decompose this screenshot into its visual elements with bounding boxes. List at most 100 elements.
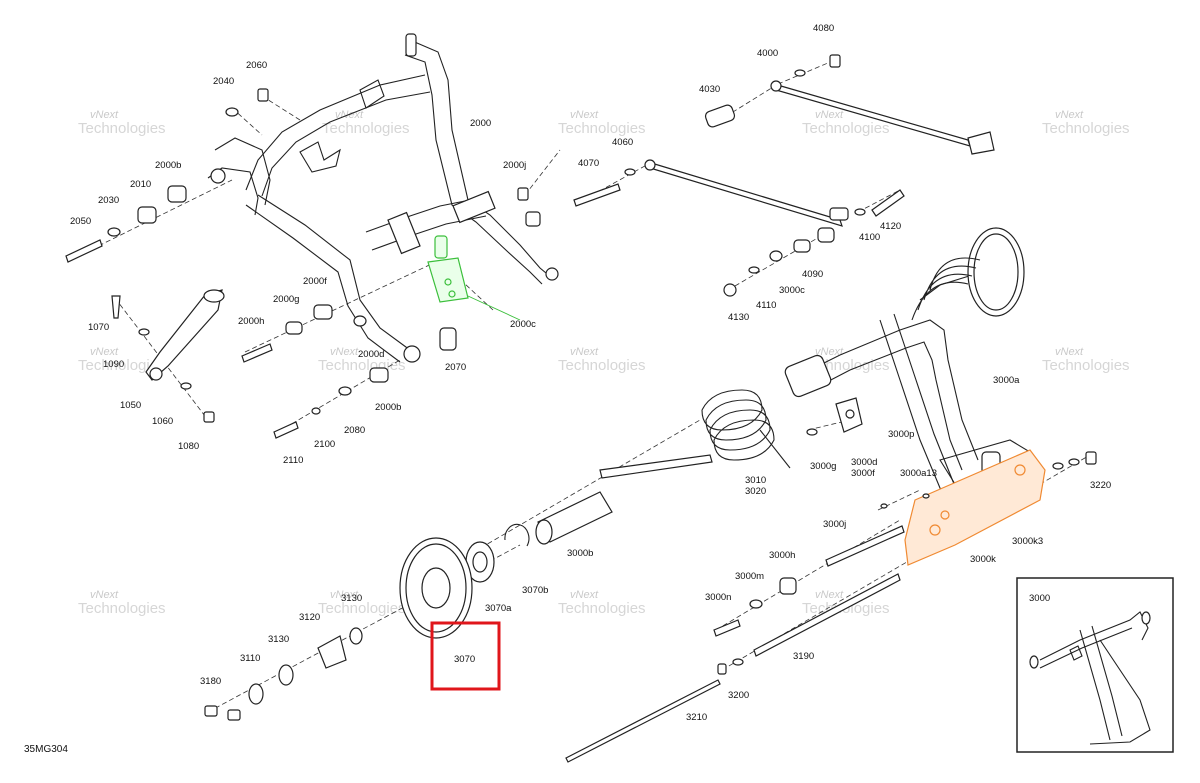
part-label[interactable]: 3130 [341, 593, 362, 604]
svg-text:Technologies: Technologies [558, 120, 646, 137]
part-label[interactable]: 2000b [155, 160, 181, 171]
part-label[interactable]: 3130 [268, 634, 289, 645]
wheel-assembly-3070 [204, 491, 613, 721]
part-label[interactable]: 3000a [993, 375, 1020, 386]
part-label[interactable]: 4030 [699, 84, 720, 95]
svg-text:Technologies: Technologies [802, 120, 890, 137]
part-label[interactable]: 2000 [470, 118, 491, 129]
part-label[interactable]: 2100 [314, 439, 335, 450]
part-label[interactable]: 3000m [735, 571, 764, 582]
svg-text:Technologies: Technologies [1042, 357, 1130, 374]
part-label[interactable]: 2000g [273, 294, 299, 305]
part-label[interactable]: 2000h [238, 316, 264, 327]
part-label[interactable]: 3000k [970, 554, 996, 565]
part-label[interactable]: 2000j [503, 160, 526, 171]
svg-text:vNext: vNext [570, 346, 599, 358]
part-label[interactable]: 3000j [823, 519, 846, 530]
part-label[interactable]: 3000g [810, 461, 836, 472]
diagram-code: 35MG304 [24, 744, 68, 755]
svg-text:Technologies: Technologies [318, 600, 406, 617]
part-label[interactable]: 4000 [757, 48, 778, 59]
part-label[interactable]: 2030 [98, 195, 119, 206]
part-label[interactable]: 4110 [756, 300, 776, 311]
part-label[interactable]: 2040 [213, 76, 234, 87]
part-label[interactable]: 4120 [880, 221, 901, 232]
part-label[interactable]: 2000c [510, 319, 536, 330]
part-label[interactable]: 2000b [375, 402, 401, 413]
part-label[interactable]: 4060 [612, 137, 633, 148]
svg-text:vNext: vNext [570, 589, 599, 601]
part-label[interactable]: 3000k3 [1012, 536, 1043, 547]
part-label[interactable]: 2000d [358, 349, 384, 360]
part-labels: 4080 4000 2060 2040 4030 2000 4060 2000j… [70, 23, 1111, 723]
part-label[interactable]: 1070 [88, 322, 109, 333]
part-label[interactable]: 3000f [851, 468, 875, 479]
part-label[interactable]: 4090 [802, 269, 823, 280]
part-label[interactable]: 2060 [246, 60, 267, 71]
inset-view [1016, 577, 1174, 753]
part-label[interactable]: 4070 [578, 158, 599, 169]
part-label[interactable]: 1060 [152, 416, 173, 427]
lever-1050 [111, 289, 225, 423]
svg-text:Technologies: Technologies [78, 120, 166, 137]
svg-text:vNext: vNext [90, 589, 119, 601]
part-label[interactable]: 1050 [120, 400, 141, 411]
svg-text:Technologies: Technologies [1042, 120, 1130, 137]
part-label[interactable]: 3000p [888, 429, 914, 440]
part-label[interactable]: 3000b [567, 548, 593, 559]
part-label[interactable]: 2080 [344, 425, 365, 436]
svg-text:vNext: vNext [330, 589, 359, 601]
part-label[interactable]: 2050 [70, 216, 91, 227]
part-label[interactable]: 3070b [522, 585, 548, 596]
spring-3010 [599, 389, 791, 479]
svg-text:Technologies: Technologies [78, 357, 166, 374]
part-label[interactable]: 2110 [283, 455, 303, 466]
small-parts-top-left [65, 88, 541, 439]
part-label[interactable]: 3180 [200, 676, 221, 687]
part-label[interactable]: 4100 [859, 232, 880, 243]
svg-text:vNext: vNext [1055, 346, 1084, 358]
bracket-2000c [427, 235, 521, 321]
part-label[interactable]: 4130 [728, 312, 749, 323]
part-label[interactable]: 2000f [303, 276, 327, 287]
part-label[interactable]: 3020 [745, 486, 766, 497]
svg-text:vNext: vNext [90, 346, 119, 358]
part-label[interactable]: 1080 [178, 441, 199, 452]
part-label[interactable]: 3220 [1090, 480, 1111, 491]
part-label[interactable]: 3070 [454, 654, 475, 665]
part-label[interactable]: 3110 [240, 653, 260, 664]
part-label[interactable]: 3190 [793, 651, 814, 662]
svg-text:vNext: vNext [815, 589, 844, 601]
part-label[interactable]: 3120 [299, 612, 320, 623]
part-label[interactable]: 3000 [1029, 593, 1050, 604]
part-label[interactable]: 3000d [851, 457, 877, 468]
part-label[interactable]: 1090 [103, 359, 124, 370]
part-label[interactable]: 3000n [705, 592, 731, 603]
part-label[interactable]: 3000a13 [900, 468, 937, 479]
svg-text:Technologies: Technologies [558, 357, 646, 374]
svg-text:vNext: vNext [90, 109, 119, 121]
part-label[interactable]: 3000c [779, 285, 805, 296]
part-label[interactable]: 2070 [445, 362, 466, 373]
part-label[interactable]: 3010 [745, 475, 766, 486]
svg-text:Technologies: Technologies [558, 600, 646, 617]
part-label[interactable]: 3070a [485, 603, 512, 614]
part-label[interactable]: 4080 [813, 23, 834, 34]
part-label[interactable]: 2010 [130, 179, 151, 190]
part-label[interactable]: 3210 [686, 712, 707, 723]
svg-text:vNext: vNext [330, 346, 359, 358]
part-label[interactable]: 3000h [769, 550, 795, 561]
part-label[interactable]: 3200 [728, 690, 749, 701]
svg-text:Technologies: Technologies [322, 120, 410, 137]
